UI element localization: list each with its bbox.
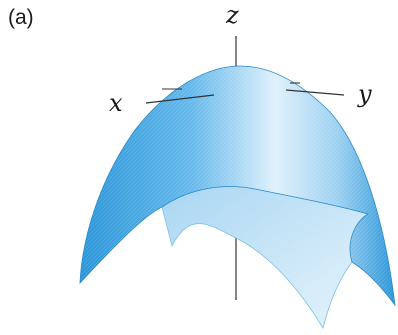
x-axis xyxy=(145,94,215,104)
y-axis xyxy=(285,89,345,96)
surface-mesh xyxy=(80,66,395,305)
y-axis-label: y xyxy=(358,80,372,108)
z-axis-label: z xyxy=(226,1,239,29)
x-axis-label: x xyxy=(109,89,123,117)
surface-underside xyxy=(161,186,369,330)
panel-label: (a) xyxy=(8,6,34,29)
